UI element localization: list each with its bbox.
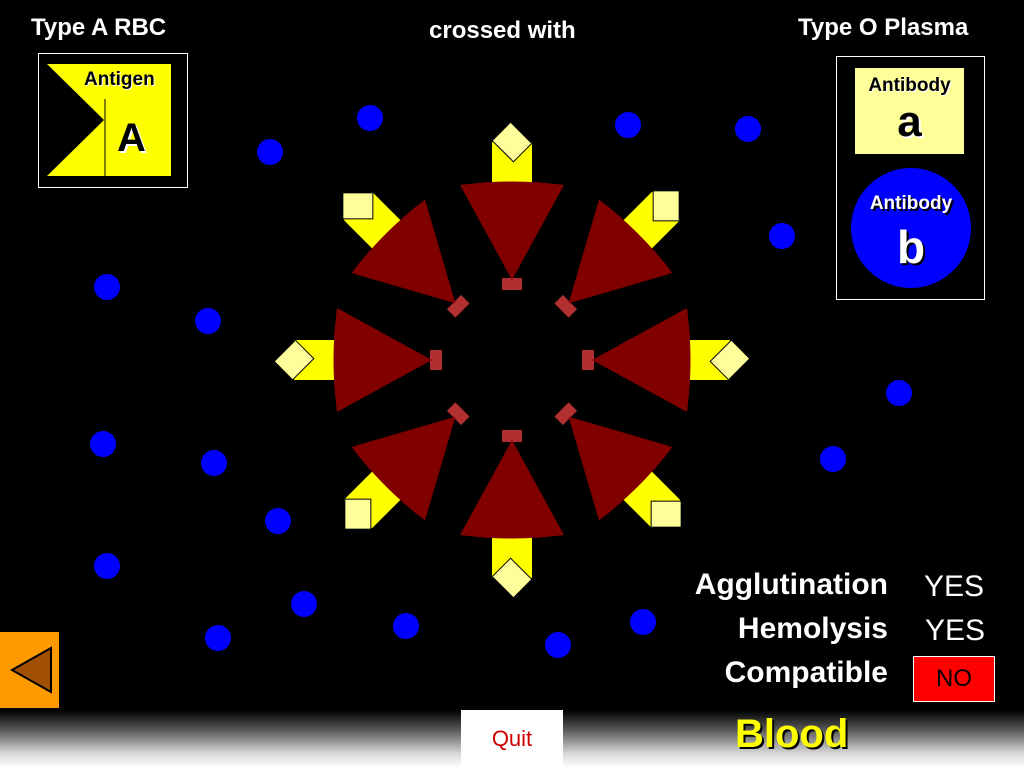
- left-title: Type A RBC: [31, 14, 167, 41]
- antibody-b-circle: [851, 168, 971, 288]
- antibody-dot: [820, 446, 846, 472]
- antibody-a-label: Antibody: [868, 75, 951, 96]
- rbc-wedge: [460, 181, 564, 290]
- antibody-dot: [265, 508, 291, 534]
- rbc-wedge: [582, 308, 691, 412]
- result-value-hemolysis: YES: [924, 614, 986, 647]
- antibody-card: Antibody a Antibody b: [836, 56, 985, 300]
- agglutination-scene: [90, 105, 912, 658]
- antibody-a-letter: a: [897, 97, 922, 146]
- antibody-dot: [630, 609, 656, 635]
- rbc-wedge: [351, 199, 470, 318]
- antibody-dot: [615, 112, 641, 138]
- rbc-wedge: [351, 402, 470, 521]
- antigen-card: Antigen A: [38, 53, 188, 188]
- rbc-wedge: [333, 308, 442, 412]
- antigen-letter: A: [117, 116, 146, 160]
- rbc-wedge: [460, 430, 564, 539]
- antibody-b-label: Antibody: [869, 193, 953, 214]
- right-title: Type O Plasma: [798, 14, 969, 41]
- result-label-agglutination: Agglutination: [694, 568, 888, 601]
- left-triangle-icon: [9, 646, 52, 694]
- result-value-compatible: NO: [913, 656, 995, 702]
- antibody-dot: [545, 632, 571, 658]
- result-label-compatible: Compatible: [724, 656, 888, 689]
- footer-title: Blood: [735, 712, 849, 756]
- result-label-hemolysis: Hemolysis: [737, 612, 888, 645]
- result-value-agglutination: YES: [923, 570, 985, 603]
- center-title: crossed with: [429, 17, 576, 44]
- antibody-dot: [393, 613, 419, 639]
- antigen-label: Antigen: [84, 69, 155, 90]
- antibody-dot: [94, 274, 120, 300]
- antibody-a-box: [855, 68, 964, 154]
- antibody-dot: [201, 450, 227, 476]
- rbc-wedge: [554, 199, 673, 318]
- antibody-dot: [357, 105, 383, 131]
- antibody-dot: [195, 308, 221, 334]
- antibody-dot: [769, 223, 795, 249]
- antigen-shape-icon: [47, 64, 171, 176]
- antibody-dot: [205, 625, 231, 651]
- antibody-b-letter: b: [896, 221, 926, 273]
- rbc-wedge: [554, 402, 673, 521]
- antibody-dot: [291, 591, 317, 617]
- quit-button[interactable]: Quit: [461, 710, 563, 768]
- back-button[interactable]: [0, 632, 59, 708]
- antibody-dot: [257, 139, 283, 165]
- antibody-dot: [735, 116, 761, 142]
- antibody-dot: [886, 380, 912, 406]
- antibody-dot: [90, 431, 116, 457]
- antibody-dot: [94, 553, 120, 579]
